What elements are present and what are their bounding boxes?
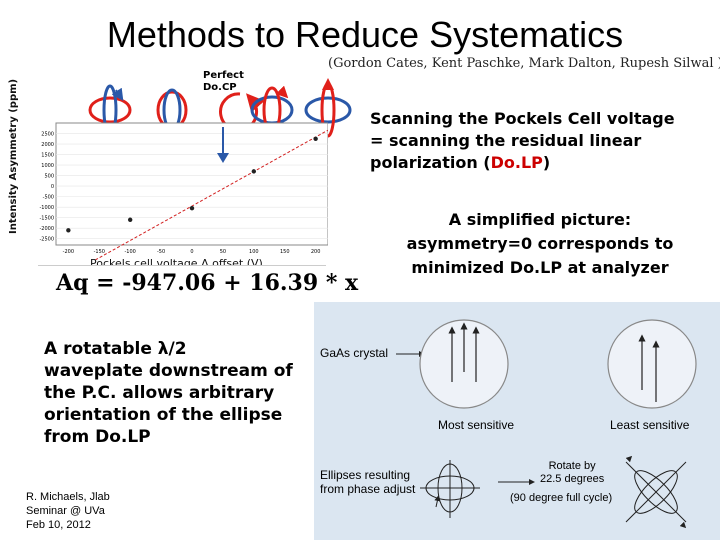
y-tick-label: -2000 (39, 226, 54, 232)
x-tick-label: 0 (190, 249, 193, 255)
waveplate-text: A rotatable λ/2 waveplate downstream of … (44, 338, 304, 448)
fit-box (38, 265, 326, 300)
perfect-docp-arrowhead (217, 153, 229, 163)
waveplate-line-1: A rotatable λ/2 (44, 339, 187, 359)
ellipses-label: Ellipses resulting from phase adjust (320, 468, 415, 496)
y-tick-label: -2500 (39, 237, 54, 243)
perfect-docp-label: Perfect Do.CP (203, 70, 244, 93)
scan-line-1: Scanning the Pockels Cell voltage (370, 109, 675, 128)
scan-line-3-pre: polarization ( (370, 153, 491, 172)
cycle-label: (90 degree full cycle) (510, 492, 613, 504)
ellipses-label-2: from phase adjust (320, 482, 416, 496)
simplified-line-2: asymmetry=0 corresponds to (406, 234, 674, 253)
scan-line-3-post: ) (542, 153, 551, 172)
waveplate-line-3: the P.C. allows arbitrary (44, 383, 275, 403)
rotate-label-1: Rotate by (548, 460, 596, 472)
scan-line-3: polarization (Do.LP) (370, 152, 720, 174)
crystal-least-sensitive-icon (607, 319, 697, 409)
y-tick-label: -1500 (39, 216, 54, 222)
y-tick-label: 0 (51, 184, 54, 190)
simplified-line-1: A simplified picture: (448, 210, 632, 229)
x-tick-label: 200 (311, 249, 321, 255)
most-sensitive-label: Most sensitive (438, 418, 515, 432)
data-point (251, 169, 257, 174)
data-point (313, 136, 318, 141)
credits: (Gordon Cates, Kent Paschke, Mark Dalton… (328, 56, 720, 71)
waveplate-line-5: from Do.LP (44, 427, 151, 447)
y-tick-label: 1500 (41, 153, 54, 159)
simplified-line-3: minimized Do.LP at analyzer (411, 258, 669, 277)
y-tick-label: 500 (44, 174, 54, 180)
scan-line-2: = scanning the residual linear (370, 131, 642, 150)
dolp-highlight: Do.LP (490, 153, 543, 172)
gaas-diagram (396, 319, 697, 529)
crystal-most-sensitive-icon (419, 319, 509, 409)
y-tick-label: -500 (43, 195, 54, 201)
data-point (189, 205, 195, 211)
rotated-ellipses-icon (625, 455, 687, 529)
x-tick-label: -200 (63, 249, 74, 255)
asymmetry-plot: 20002500150010005000-500-1000-1500-2000-… (39, 122, 328, 260)
x-tick-label: -150 (94, 249, 105, 255)
slide-title: Methods to Reduce Systematics (106, 14, 624, 55)
gaas-diagram-panel: GaAs crystal Most sensitive Least sensit… (314, 302, 720, 540)
gaas-label: GaAs crystal (320, 346, 389, 360)
x-tick-label: 150 (280, 249, 290, 255)
phase-ellipses-icon (420, 460, 480, 518)
x-tick-label: 100 (249, 249, 259, 255)
y-tick-label: 1000 (41, 163, 54, 169)
footer-credit: R. Michaels, Jlab Seminar @ UVa Feb 10, … (26, 491, 110, 531)
rotate-label-2: 22.5 degrees (540, 473, 605, 485)
waveplate-line-4: orientation of the ellipse (44, 405, 283, 425)
plot-y-axis-label: Intensity Asymmetry (ppm) (8, 78, 19, 234)
ellipse-5-icon (304, 78, 352, 138)
data-point (66, 228, 71, 233)
y-tick-label: 2000 (41, 142, 54, 148)
x-tick-label: 50 (220, 249, 226, 255)
least-sensitive-label: Least sensitive (610, 418, 690, 432)
fit-equation: Aq = -947.06 + 16.39 * x (56, 270, 359, 296)
x-tick-label: -50 (157, 249, 165, 255)
data-point (127, 217, 133, 222)
y-tick-label: -1000 (39, 205, 54, 211)
waveplate-line-2: waveplate downstream of (44, 361, 293, 381)
y-tick-label: 2500 (41, 132, 54, 138)
rotate-label: Rotate by 22.5 degrees (540, 460, 604, 486)
scan-text: Scanning the Pockels Cell voltage = scan… (370, 108, 720, 174)
plot-frame (55, 122, 328, 246)
simplified-text: A simplified picture: asymmetry=0 corres… (370, 208, 710, 280)
ellipses-label-1: Ellipses resulting (320, 468, 411, 482)
x-tick-label: -100 (125, 249, 136, 255)
